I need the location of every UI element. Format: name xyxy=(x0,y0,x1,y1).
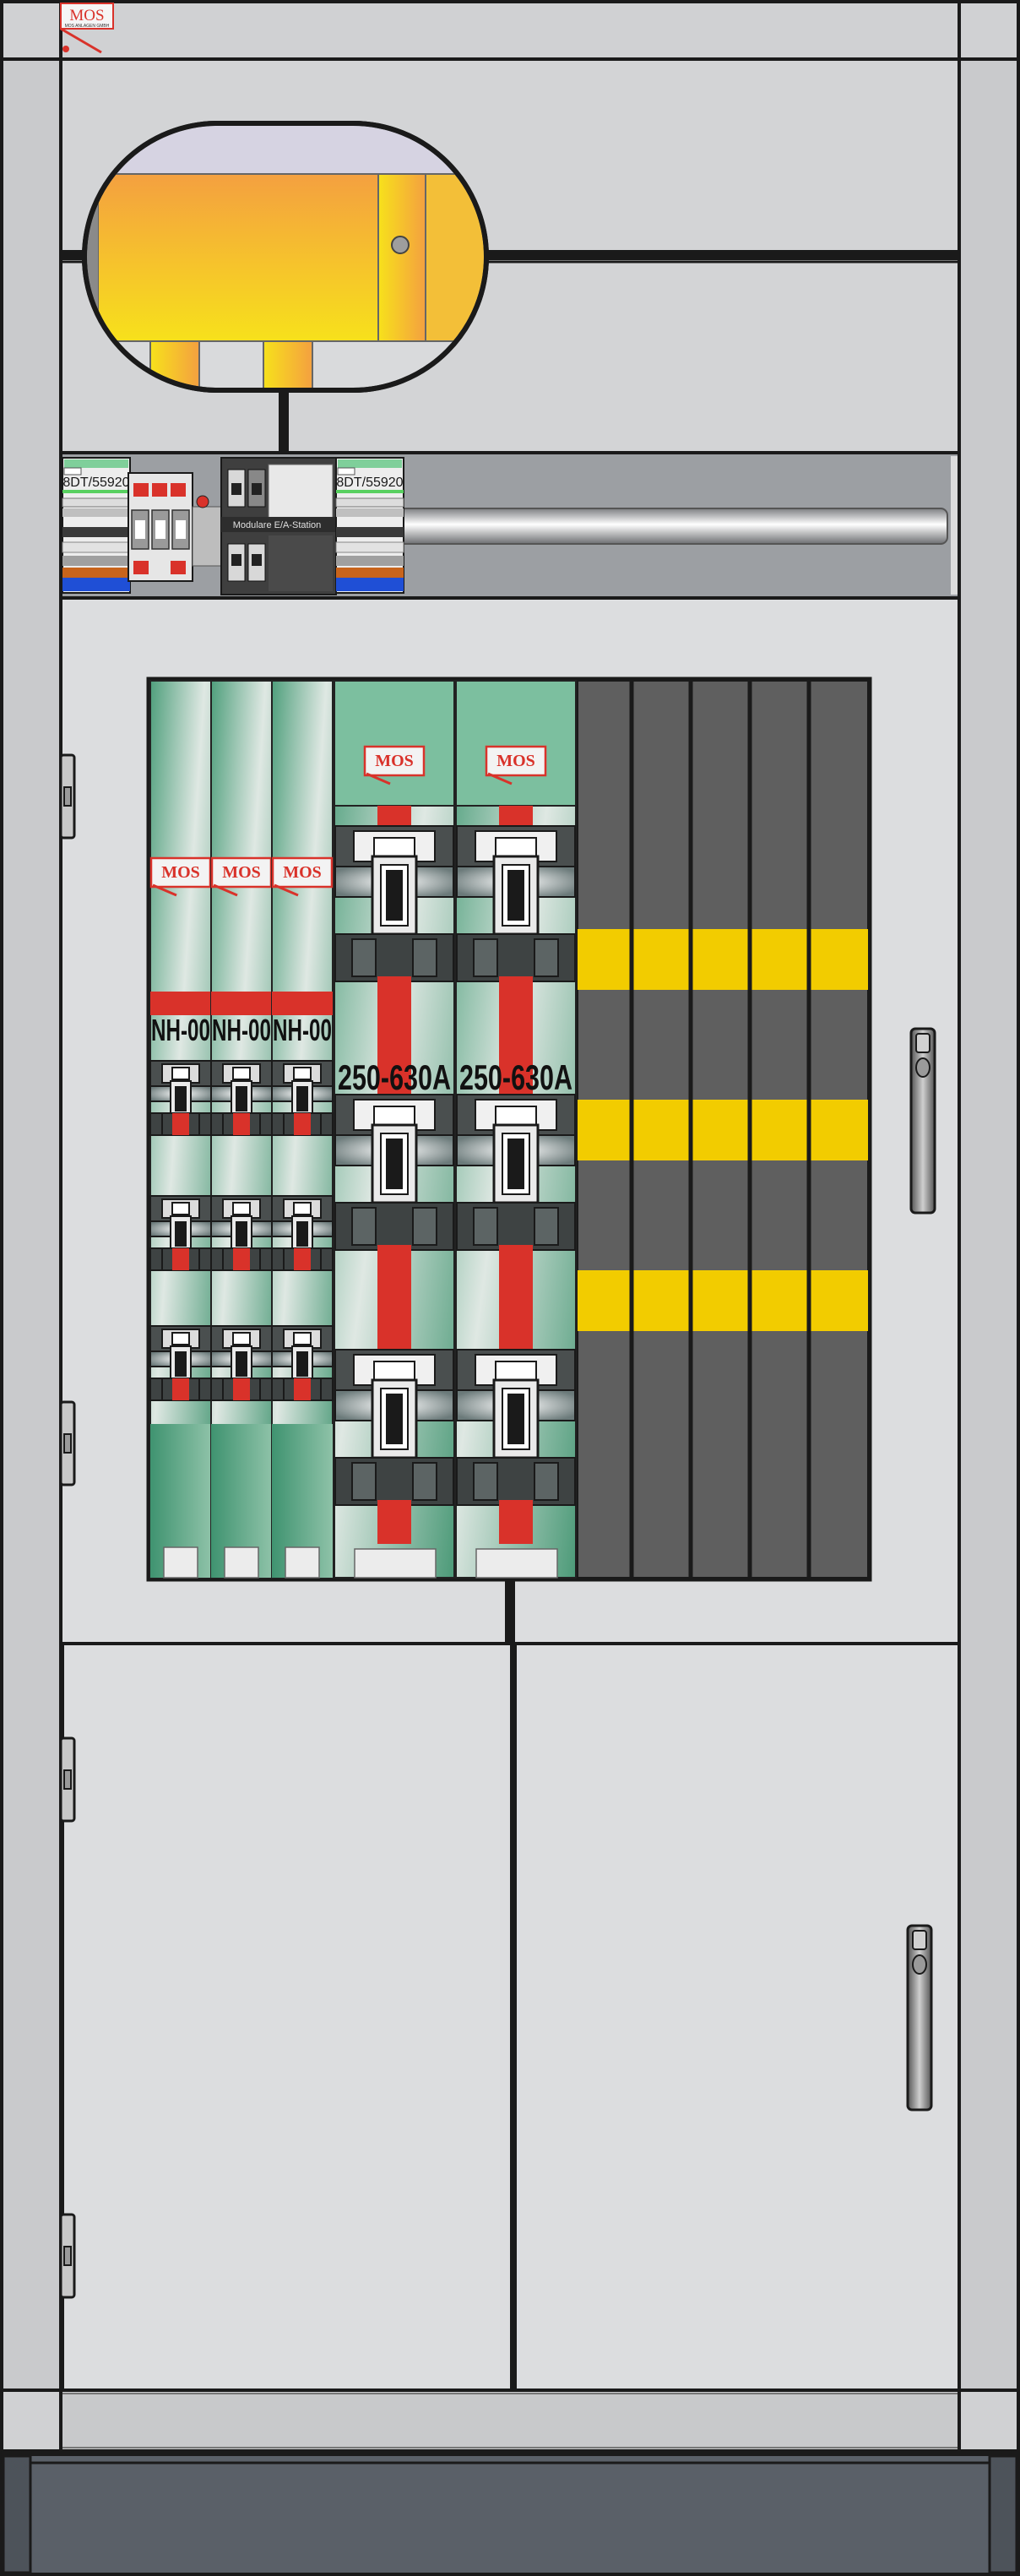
nh00-strip: NH-00 xyxy=(271,680,334,1579)
door-hinge-icon xyxy=(59,2213,76,2299)
io-module-right-label: 8DT/55920 xyxy=(336,476,403,490)
door-hinge-icon xyxy=(59,1400,76,1486)
brand-logo: MOS MOS ANLAGEN GMBH xyxy=(60,3,114,54)
lower-door-right[interactable] xyxy=(513,1642,961,2392)
plinth xyxy=(0,2453,1020,2576)
fuse-250-630a-strip: 250-630A xyxy=(455,680,577,1579)
busbar-yellow-band xyxy=(578,1100,868,1160)
door-handle-icon[interactable] xyxy=(906,1924,933,2111)
circuit-breaker-block xyxy=(128,472,193,582)
io-module-left-label: 8DT/55920 xyxy=(62,476,129,490)
io-station: Modulare E/A-Station xyxy=(220,457,337,595)
io-module-right: 8DT/55920 xyxy=(335,457,404,594)
transformer-window xyxy=(82,121,489,393)
busbar-section xyxy=(577,680,869,1579)
top-rail xyxy=(0,0,1020,61)
busbar-yellow-band xyxy=(578,1270,868,1331)
brand-logo-text: MOS xyxy=(69,7,104,24)
nh00-label: NH-00 xyxy=(151,1013,210,1047)
transformer-body xyxy=(97,173,379,342)
nh00-strip: NH-00 xyxy=(210,680,273,1579)
door-hinge-icon xyxy=(59,1736,76,1823)
brand-logo-subtext: MOS ANLAGEN GMBH xyxy=(65,24,110,29)
door-handle-icon[interactable] xyxy=(909,1027,936,1215)
nh00-label: NH-00 xyxy=(212,1013,271,1047)
busbar-yellow-band xyxy=(578,929,868,990)
indicator-lamp-icon xyxy=(196,495,209,508)
din-rail-rod xyxy=(396,508,948,545)
nh00-label: NH-00 xyxy=(273,1013,332,1047)
nh00-strip: NH-00 xyxy=(149,680,212,1579)
fuse-window: NH-00 NH-00 NH-00 xyxy=(146,677,872,1582)
left-post xyxy=(0,0,62,2453)
io-station-label: Modulare E/A-Station xyxy=(233,520,322,530)
fuse-250-630a-strip: 250-630A xyxy=(334,680,455,1579)
transformer-gauge-icon xyxy=(391,236,410,254)
fuse-250-630a-label: 250-630A xyxy=(459,1057,572,1097)
lower-door-left[interactable] xyxy=(61,1642,513,2392)
door-hinge-icon xyxy=(59,753,76,840)
fuse-250-630a-label: 250-630A xyxy=(338,1057,451,1097)
io-module-left: 8DT/55920 xyxy=(62,457,131,594)
right-post xyxy=(958,0,1020,2453)
